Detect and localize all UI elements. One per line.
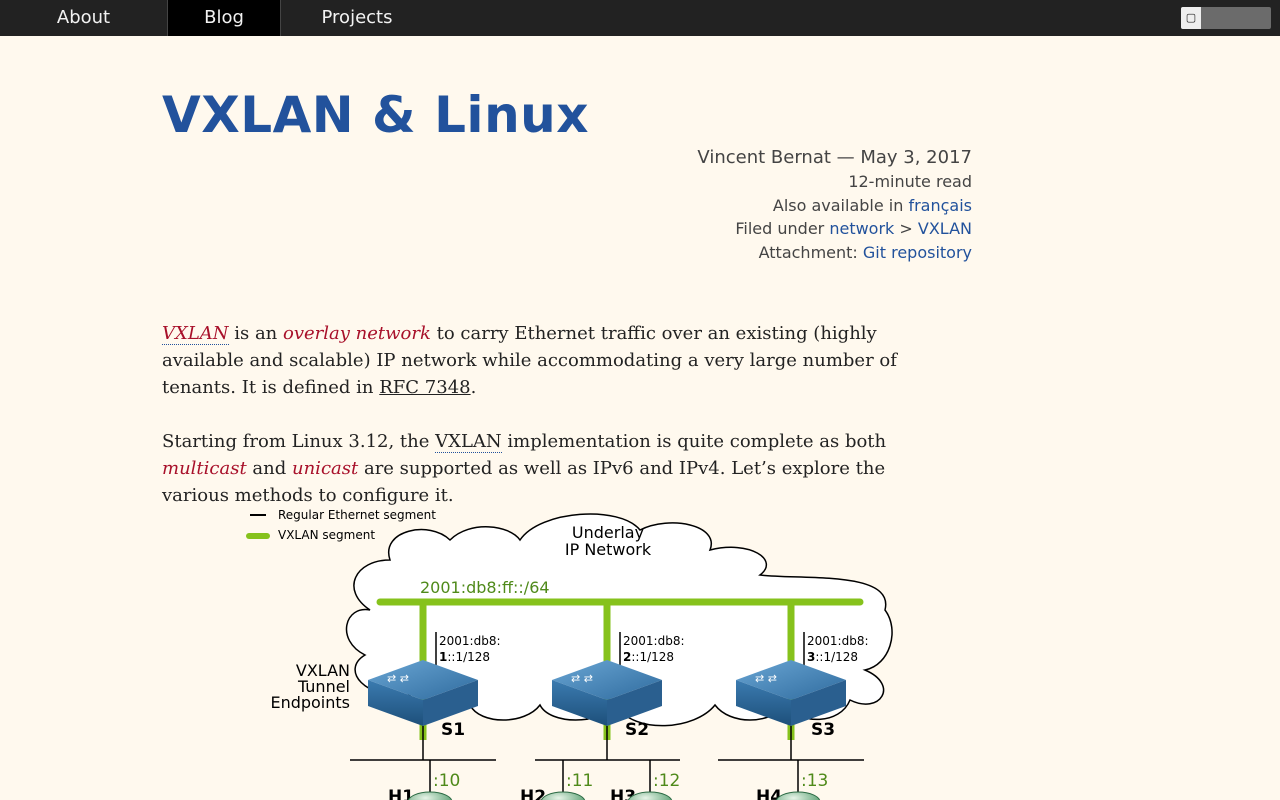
s2-addr-id: 2	[623, 650, 631, 664]
cloud-label-2: IP Network	[565, 540, 652, 559]
s2-right-face	[607, 680, 662, 726]
second-paragraph: Starting from Linux 3.12, the VXLAN impl…	[162, 428, 942, 509]
s1-arrows: ⇄ ⇄	[387, 672, 409, 685]
s2-addr-line2: 2::1/128	[623, 650, 674, 664]
host-h3: :12 H3	[610, 760, 680, 800]
category-link-network[interactable]: network	[829, 219, 895, 238]
search-input[interactable]	[1201, 7, 1271, 29]
category-link-vxlan[interactable]: VXLAN	[917, 219, 972, 238]
nav-about[interactable]: About	[0, 0, 168, 36]
h3-label: H3	[610, 787, 636, 800]
author-date: Vincent Bernat — May 3, 2017	[697, 147, 972, 168]
nav-blog[interactable]: Blog	[168, 0, 281, 36]
h4-node	[775, 791, 821, 800]
s3-addr-line1: 2001:db8:	[807, 634, 869, 648]
attachment-label: Attachment:	[758, 242, 863, 262]
text-run: to carry Ethernet traffic over an existi…	[162, 323, 897, 398]
s3-arrows: ⇄ ⇄	[755, 672, 777, 685]
s1-addr-line1: 2001:db8:	[439, 634, 501, 648]
text-run: and	[246, 458, 292, 479]
article-meta: Vincent Bernat — May 3, 2017 12-minute r…	[697, 146, 972, 264]
attachment-line: Attachment: Git repository	[697, 241, 972, 265]
switch-s1: 2001:db8: 1::1/128 ⇄ ⇄ S1	[368, 602, 501, 740]
category-separator: >	[894, 219, 918, 238]
cloud-label-1: Underlay	[572, 523, 644, 542]
h4-suffix: :13	[801, 771, 828, 791]
s3-left-face	[736, 680, 791, 726]
nav-projects[interactable]: Projects	[321, 7, 393, 28]
text-run: Starting from Linux 3.12, the	[162, 431, 436, 452]
s1-addr-id: 1	[439, 650, 447, 664]
s1-addr-line2: 1::1/128	[439, 650, 490, 664]
h3-node	[627, 791, 673, 800]
overlay-network-link[interactable]: overlay network	[283, 323, 431, 344]
s1-left-face	[368, 680, 423, 726]
h2-suffix: :11	[566, 771, 593, 791]
host-h1: :10 H1	[388, 760, 460, 800]
page-title: VXLAN & Linux	[162, 86, 590, 144]
s3-label: S3	[811, 720, 835, 740]
switch-s3: 2001:db8: 3::1/128 ⇄ ⇄ S3	[736, 602, 869, 740]
text-run: implementation is quite complete as both	[501, 431, 887, 452]
h2-label: H2	[520, 787, 546, 800]
read-time: 12-minute read	[848, 172, 972, 191]
s2-addr-line1: 2001:db8:	[623, 634, 685, 648]
legend-vxlan-label: VXLAN segment	[278, 528, 375, 542]
s3-right-face	[791, 680, 846, 726]
s1-label: S1	[441, 720, 465, 740]
multicast-link[interactable]: multicast	[162, 458, 247, 479]
legend-regular-label: Regular Ethernet segment	[278, 508, 436, 522]
vtep-label-1: VXLAN	[296, 661, 350, 680]
host-h2: :11 H2	[520, 760, 593, 800]
translation-line: Also available in français	[697, 194, 972, 218]
h1-node	[407, 791, 453, 800]
host-h4: :13 H4	[756, 760, 828, 800]
switch-s2: 2001:db8: 2::1/128 ⇄ ⇄ S2	[552, 602, 685, 740]
translation-link[interactable]: français	[908, 195, 972, 215]
attachment-link[interactable]: Git repository	[862, 242, 972, 262]
h1-suffix: :10	[433, 771, 460, 791]
category-line: Filed under network > VXLAN	[697, 217, 972, 241]
s1-right-face	[423, 680, 478, 726]
vxlan-abbr: VXLAN	[435, 431, 502, 453]
h2-node	[540, 791, 586, 800]
s3-addr-id: 3	[807, 650, 815, 664]
subnet-label: 2001:db8:ff::/64	[420, 578, 550, 597]
search-icon[interactable]: ▢	[1181, 7, 1201, 29]
s2-left-face	[552, 680, 607, 726]
vtep-label-3: Endpoints	[270, 693, 350, 712]
text-run: are supported as well as IPv6 and IPv4. …	[162, 458, 886, 506]
vxlan-topology-diagram: Regular Ethernet segment VXLAN segment U…	[246, 508, 893, 800]
text-run: is an	[228, 323, 283, 344]
s2-label: S2	[625, 720, 649, 740]
h1-label: H1	[388, 787, 414, 800]
vtep-label-2: Tunnel	[297, 677, 350, 696]
translation-label: Also available in	[772, 195, 909, 215]
category-label: Filed under	[735, 219, 830, 238]
top-navigation: About Blog Projects ▢	[0, 0, 1280, 36]
intro-paragraph: VXLAN is an overlay network to carry Eth…	[162, 320, 942, 401]
vxlan-link[interactable]: VXLAN	[162, 323, 229, 345]
s2-addr-suffix: ::1/128	[631, 650, 674, 664]
h3-suffix: :12	[653, 771, 680, 791]
s1-addr-suffix: ::1/128	[447, 650, 490, 664]
s3-addr-suffix: ::1/128	[815, 650, 858, 664]
text-run: .	[470, 377, 477, 398]
s2-arrows: ⇄ ⇄	[571, 672, 593, 685]
rfc-link[interactable]: RFC 7348	[379, 377, 471, 398]
h4-label: H4	[756, 787, 782, 800]
unicast-link[interactable]: unicast	[292, 458, 359, 479]
search-box: ▢	[1181, 7, 1271, 29]
s3-addr-line2: 3::1/128	[807, 650, 858, 664]
